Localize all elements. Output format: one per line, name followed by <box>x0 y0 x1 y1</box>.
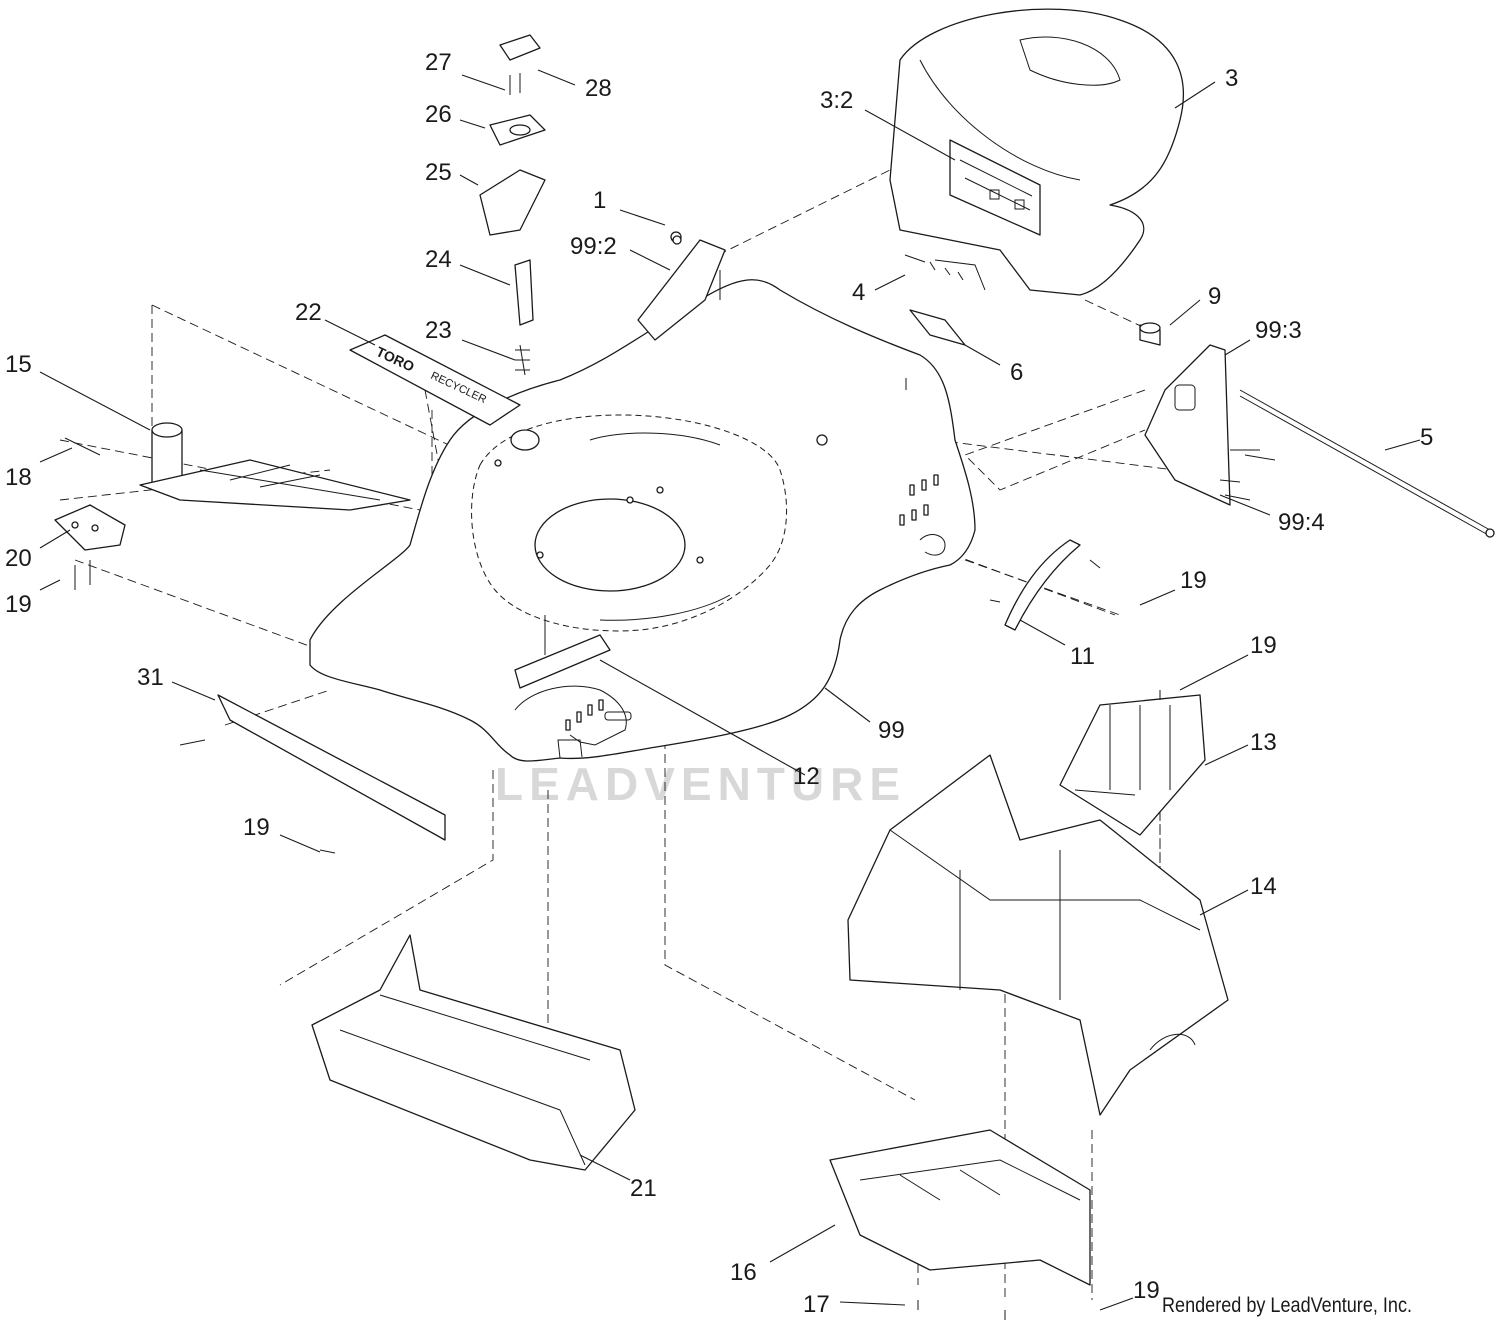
callout-25: 25 <box>425 159 452 186</box>
callout-15: 15 <box>5 351 32 378</box>
callout-19-bumper: 19 <box>243 814 270 841</box>
hinge-rod <box>1239 389 1491 531</box>
side-bracket <box>989 539 1101 631</box>
callout-19-right: 19 <box>1180 567 1207 594</box>
callout-19-baffle: 19 <box>1250 632 1277 659</box>
callout-14: 14 <box>1250 873 1277 900</box>
callout-99-2: 99:2 <box>570 233 617 260</box>
callout-labels: 27 28 26 25 24 23 22 15 18 20 19 1 99:2 … <box>5 49 1433 1318</box>
callout-21: 21 <box>630 1175 657 1202</box>
callout-99: 99 <box>878 717 905 744</box>
front-bumper <box>179 694 446 854</box>
callout-11: 11 <box>1070 643 1095 670</box>
deck-housing <box>309 231 976 762</box>
callout-99-3: 99:3 <box>1255 317 1302 344</box>
callout-28: 28 <box>585 75 612 102</box>
washer <box>672 235 682 245</box>
rear-baffle <box>1059 690 1206 836</box>
height-adjust-lever <box>479 34 546 376</box>
callout-leaders <box>39 69 1421 1311</box>
callout-3-2: 3:2 <box>820 87 853 114</box>
callout-9: 9 <box>1208 283 1221 310</box>
spring <box>934 259 986 291</box>
callout-5: 5 <box>1420 424 1433 451</box>
callout-24: 24 <box>425 246 452 273</box>
callout-19-bottom: 19 <box>1133 1277 1160 1304</box>
callout-1: 1 <box>593 187 606 214</box>
toro-decal: TORO RECYCLER <box>349 334 521 426</box>
warning-decal <box>949 139 1041 236</box>
callout-99-4: 99:4 <box>1278 509 1325 536</box>
grass-bag <box>889 8 1185 296</box>
callout-6: 6 <box>1010 359 1023 386</box>
callout-26: 26 <box>425 101 452 128</box>
rear-bracket <box>1144 344 1276 506</box>
callout-12: 12 <box>793 763 820 790</box>
front-skirt <box>311 934 636 1171</box>
callout-3: 3 <box>1225 65 1238 92</box>
callout-23: 23 <box>425 317 452 344</box>
callout-16: 16 <box>730 1259 757 1286</box>
callout-31: 31 <box>137 664 164 691</box>
deck-vent-slots <box>565 474 939 731</box>
callout-18: 18 <box>5 464 32 491</box>
lower-chute <box>829 1129 1091 1320</box>
clip <box>909 309 966 346</box>
callout-20: 20 <box>5 545 32 572</box>
callout-4: 4 <box>852 279 865 306</box>
watermark-text: LEADVENTURE <box>495 758 906 810</box>
callout-17: 17 <box>803 1291 830 1318</box>
callout-13: 13 <box>1250 729 1277 756</box>
height-adjust-tray <box>54 422 411 590</box>
callout-19-left: 19 <box>5 591 32 618</box>
render-credit: Rendered by LeadVenture, Inc. <box>1162 1294 1413 1317</box>
rear-door-hardware <box>904 254 1495 538</box>
hinge-plate <box>514 634 611 689</box>
callout-27: 27 <box>425 49 452 76</box>
deck-bracket-left <box>637 239 726 341</box>
callout-22: 22 <box>295 299 322 326</box>
rear-deflector <box>847 754 1229 1116</box>
